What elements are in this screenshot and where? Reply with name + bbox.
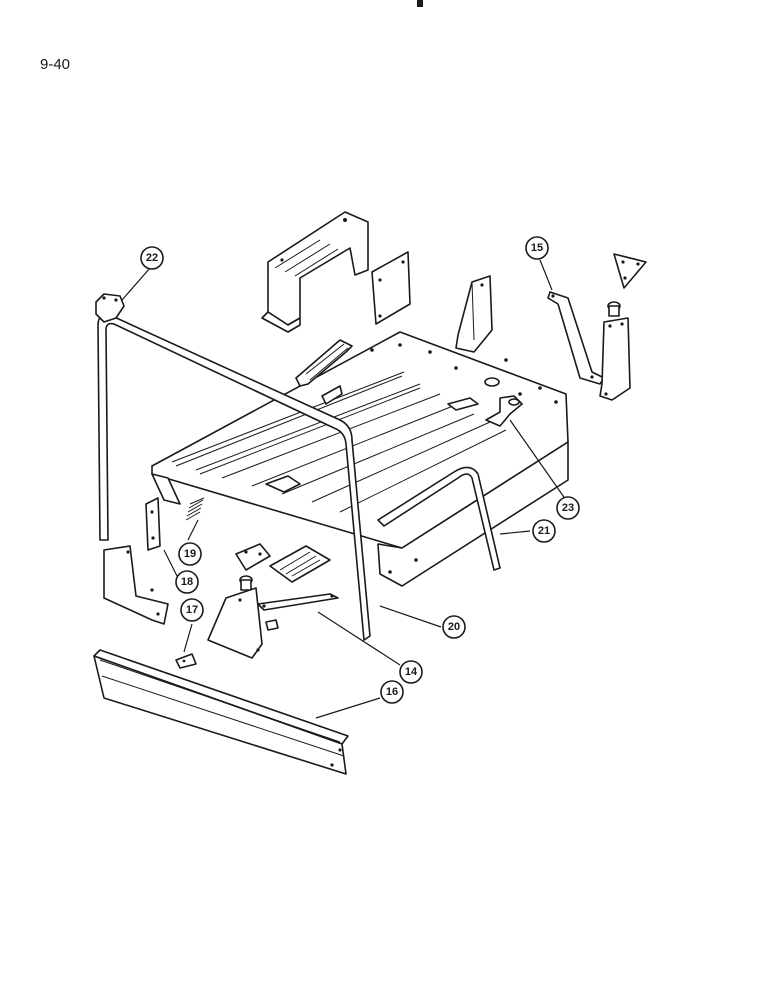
page-number: 9-40 <box>40 56 71 73</box>
spring-19 <box>185 497 205 521</box>
callout-22-label: 22 <box>146 252 158 264</box>
callout-17-label: 17 <box>186 604 198 616</box>
callout-19: 19 <box>178 542 202 566</box>
side-plate <box>371 251 411 325</box>
callout-17: 17 <box>180 598 204 622</box>
callout-18: 18 <box>175 570 199 594</box>
callout-16-circle <box>380 680 404 704</box>
callout-20-circle <box>442 615 466 639</box>
callout-21-circle <box>532 519 556 543</box>
small-plates <box>235 543 331 583</box>
callout-22-circle <box>140 246 164 270</box>
callout-18-label: 18 <box>181 576 193 588</box>
callout-17-circle <box>180 598 204 622</box>
bracket-18 <box>145 497 161 551</box>
bracket-23 <box>485 395 523 427</box>
clamp-22 <box>95 293 125 323</box>
link-14 <box>257 593 339 631</box>
callout-20: 20 <box>442 615 466 639</box>
center-mount <box>207 575 263 659</box>
callout-14: 14 <box>399 660 423 684</box>
callout-19-label: 19 <box>184 548 196 560</box>
triangle-plate <box>613 253 647 289</box>
clip-17 <box>175 653 197 669</box>
panel-16 <box>93 649 349 775</box>
callout-18-circle <box>175 570 199 594</box>
leader-lines <box>121 259 567 719</box>
callout-15-circle <box>525 236 549 260</box>
callout-19-circle <box>178 542 202 566</box>
callout-22: 22 <box>140 246 164 270</box>
left-mount-plate <box>103 545 169 625</box>
platform-deck <box>151 331 569 587</box>
callout-21: 21 <box>532 519 556 543</box>
callout-23-label: 23 <box>562 502 574 514</box>
callout-15-label: 15 <box>531 242 543 254</box>
callout-16: 16 <box>380 680 404 704</box>
console-bracket <box>261 211 369 333</box>
callout-16-label: 16 <box>386 686 398 698</box>
lever-bracket <box>295 339 353 405</box>
callout-14-circle <box>399 660 423 684</box>
isolator-mount <box>599 301 631 401</box>
strap-bracket <box>547 291 605 385</box>
callout-23-circle <box>556 496 580 520</box>
callout-15: 15 <box>525 236 549 260</box>
callout-21-label: 21 <box>538 525 550 537</box>
callout-14-label: 14 <box>405 666 418 678</box>
callout-23: 23 <box>556 496 580 520</box>
top-edge-mark <box>417 0 423 7</box>
roll-bar-right <box>377 466 501 571</box>
upright-bracket <box>455 275 493 353</box>
callout-20-label: 20 <box>448 621 460 633</box>
